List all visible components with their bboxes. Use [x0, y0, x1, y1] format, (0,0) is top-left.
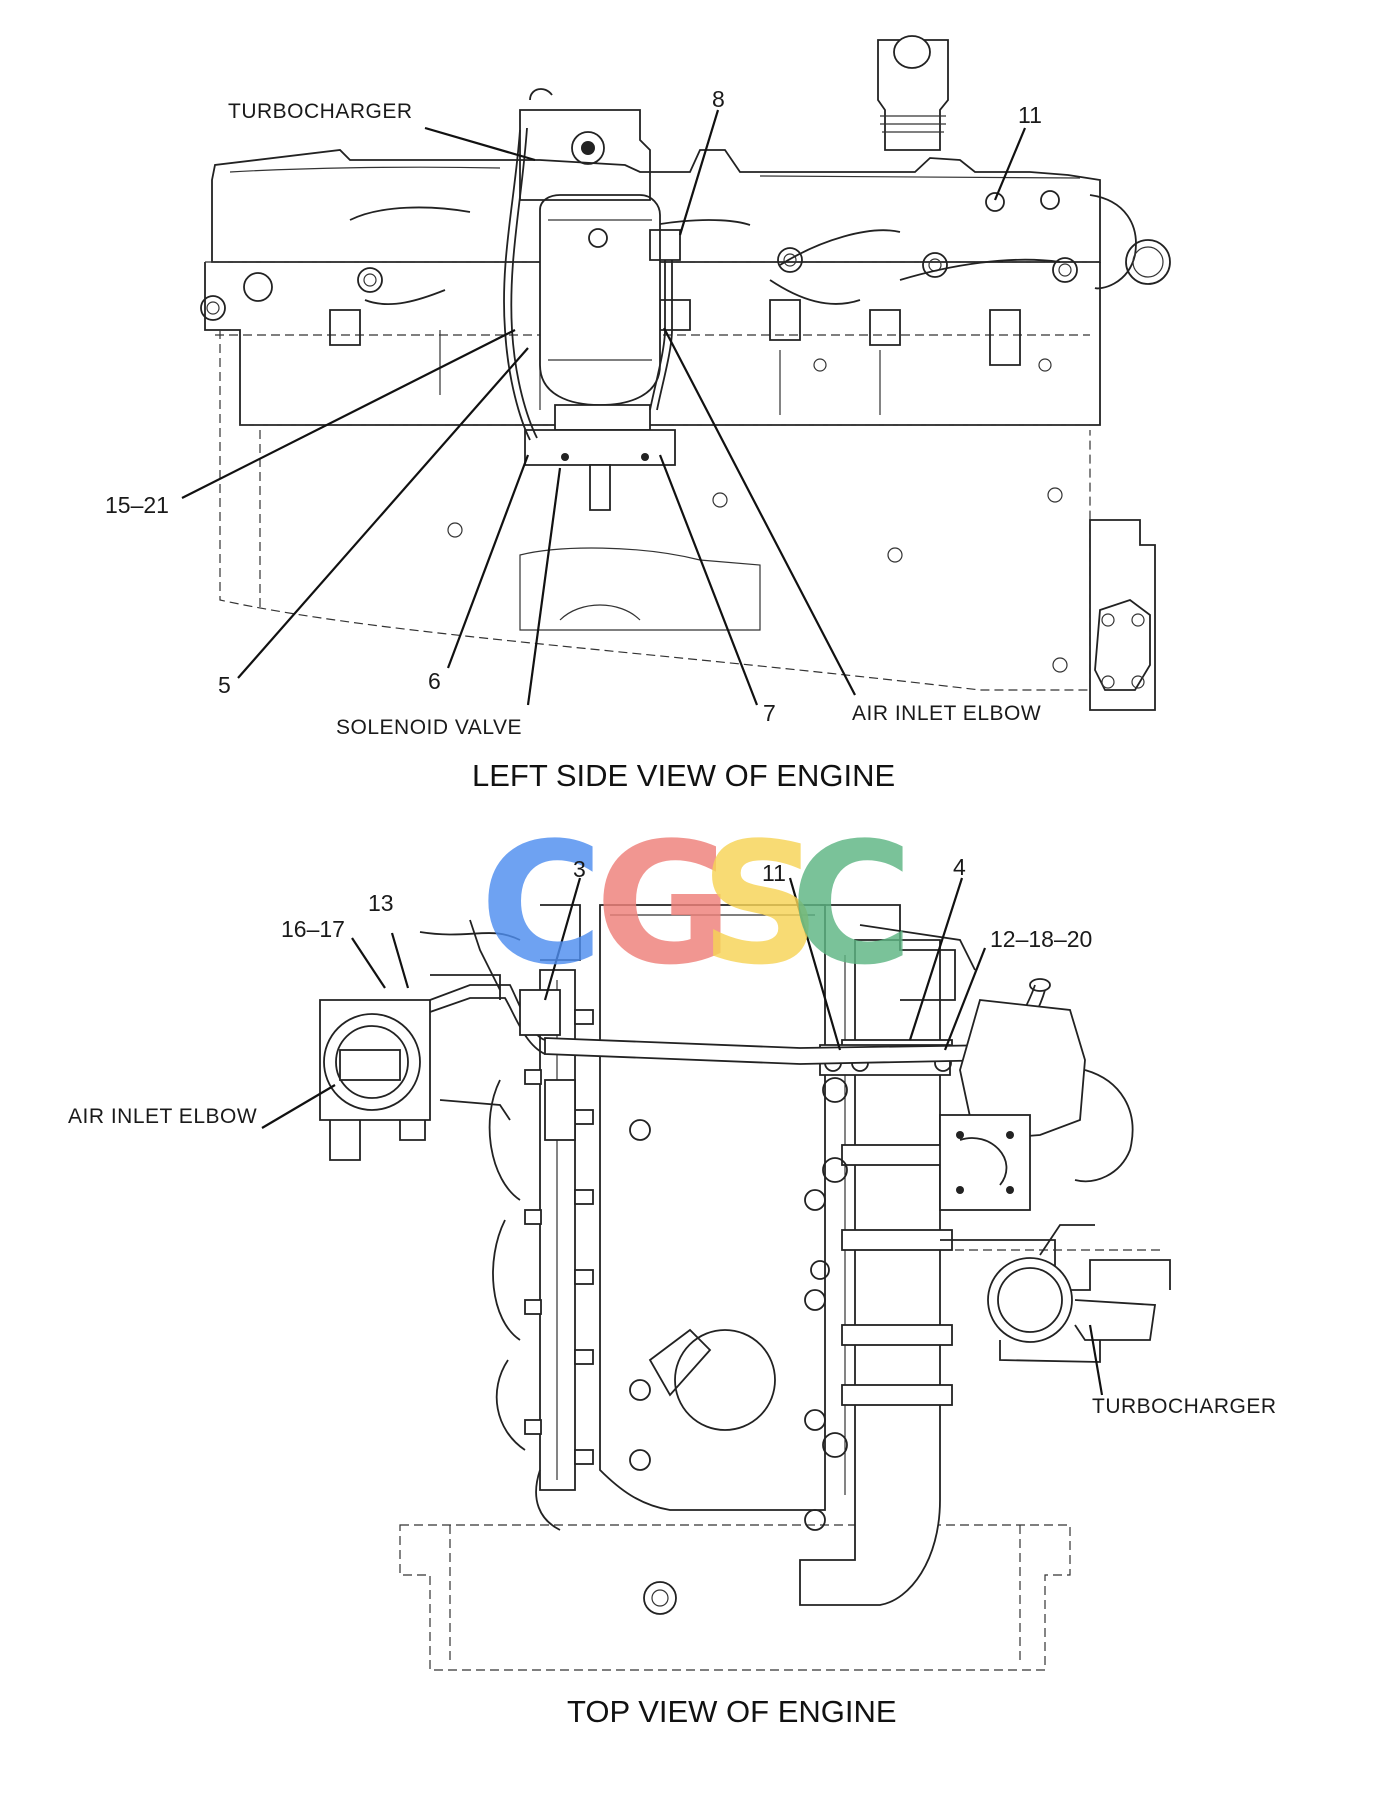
label-air-inlet-elbow-top: AIR INLET ELBOW [68, 1105, 258, 1128]
callout-15-21: 15–21 [105, 492, 169, 518]
callout-13: 13 [368, 890, 394, 916]
callout-11-side: 11 [1018, 102, 1042, 128]
top-view-engine-drawing [319, 904, 1171, 1671]
side-view-engine-drawing [200, 35, 1171, 711]
label-turbocharger-top: TURBOCHARGER [1092, 1395, 1277, 1418]
title-top-view: TOP VIEW OF ENGINE [567, 1694, 897, 1729]
callout-16-17: 16–17 [281, 916, 345, 942]
watermark-letter-c2: C [790, 806, 914, 1002]
callout-12-18-20: 12–18–20 [990, 926, 1093, 952]
title-left-side-view: LEFT SIDE VIEW OF ENGINE [472, 758, 896, 793]
label-air-inlet-elbow-side: AIR INLET ELBOW [852, 702, 1042, 725]
callout-7: 7 [763, 700, 776, 726]
injector-nuts [524, 1009, 594, 1465]
top-view-leader-lines [261, 877, 1104, 1396]
callout-8: 8 [712, 86, 725, 112]
callout-6: 6 [428, 668, 441, 694]
head-bolts [200, 190, 1078, 673]
callout-11-top: 11 [762, 860, 786, 886]
callout-5: 5 [218, 672, 231, 698]
block-studs [629, 1119, 826, 1531]
watermark-letter-c1: C [480, 806, 604, 1002]
callout-4: 4 [953, 854, 966, 880]
side-view-leader-lines [181, 109, 1027, 706]
watermark-letter-s: S [700, 806, 821, 1002]
label-turbocharger-side: TURBOCHARGER [228, 100, 413, 123]
label-solenoid-valve: SOLENOID VALVE [336, 716, 522, 739]
callout-3: 3 [573, 856, 586, 882]
watermark-letter-g: G [595, 806, 733, 1002]
